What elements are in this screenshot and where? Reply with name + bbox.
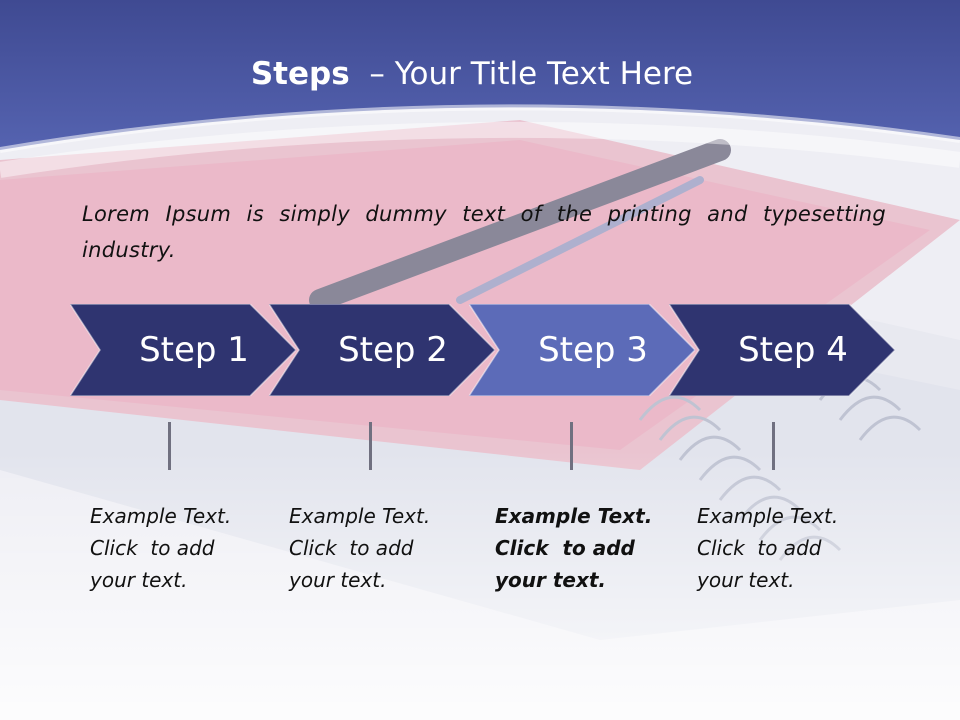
description-line: Click to add bbox=[495, 536, 635, 560]
step-1-chevron[interactable]: Step 1 bbox=[70, 304, 296, 396]
step-label: Step 3 bbox=[538, 330, 648, 370]
step-2-description[interactable]: Example Text. Click to add your text. bbox=[289, 500, 469, 596]
step-3-chevron[interactable]: Step 3 bbox=[469, 304, 695, 396]
step-4-description[interactable]: Example Text. Click to add your text. bbox=[697, 500, 877, 596]
description-line: Example Text. bbox=[289, 504, 431, 528]
description-line: Example Text. bbox=[697, 504, 839, 528]
description-line: Click to add bbox=[289, 536, 414, 560]
description-line: Click to add bbox=[697, 536, 822, 560]
chevron-shape bbox=[469, 304, 695, 396]
step-1-description[interactable]: Example Text. Click to add your text. bbox=[90, 500, 270, 596]
description-line: your text. bbox=[90, 568, 188, 592]
step-label: Step 2 bbox=[338, 330, 448, 370]
step-3-description[interactable]: Example Text. Click to add your text. bbox=[495, 500, 675, 596]
description-line: Click to add bbox=[90, 536, 215, 560]
description-line: your text. bbox=[495, 568, 607, 592]
description-line: Example Text. bbox=[90, 504, 232, 528]
title-bold-part: Steps bbox=[250, 56, 350, 92]
step-label: Step 1 bbox=[139, 330, 249, 370]
body-text[interactable]: Lorem Ipsum is simply dummy text of the … bbox=[82, 202, 886, 262]
slide-title[interactable]: Steps – Your Title Text Here bbox=[0, 56, 944, 92]
step-4-connector bbox=[772, 422, 775, 470]
step-4-chevron[interactable]: Step 4 bbox=[669, 304, 895, 396]
description-line: Example Text. bbox=[495, 504, 653, 528]
step-2-chevron[interactable]: Step 2 bbox=[269, 304, 495, 396]
chevron-shape bbox=[70, 304, 296, 396]
step-label: Step 4 bbox=[738, 330, 848, 370]
step-1-connector bbox=[168, 422, 171, 470]
chevron-shape bbox=[269, 304, 495, 396]
chevron-shape bbox=[669, 304, 895, 396]
description-line: your text. bbox=[289, 568, 387, 592]
step-3-connector bbox=[570, 422, 573, 470]
description-line: your text. bbox=[697, 568, 795, 592]
step-2-connector bbox=[369, 422, 372, 470]
title-text-part: – Your Title Text Here bbox=[349, 56, 694, 92]
